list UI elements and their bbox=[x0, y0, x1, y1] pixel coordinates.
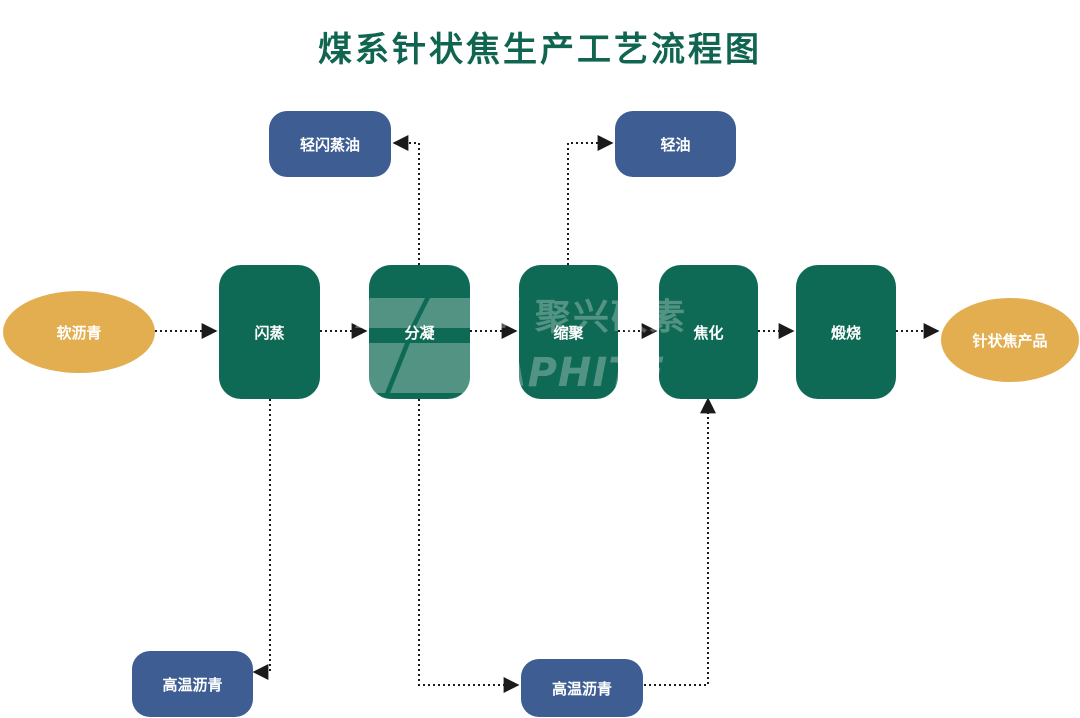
high-temp-pitch-node-2: 高温沥青 bbox=[521, 659, 643, 717]
flash-node: 闪蒸 bbox=[219, 265, 320, 399]
light-oil-label: 轻油 bbox=[660, 135, 691, 154]
light-oil-node: 轻油 bbox=[615, 111, 736, 177]
product-node: 针状焦产品 bbox=[941, 298, 1079, 382]
high-temp-pitch-label-1: 高温沥青 bbox=[162, 675, 223, 694]
calcination-node: 煅烧 bbox=[796, 265, 896, 399]
soft-pitch-label: 软沥青 bbox=[56, 323, 102, 342]
arrow-flash-to-high-temp-pitch bbox=[252, 399, 271, 680]
calcination-label: 煅烧 bbox=[830, 323, 861, 342]
light-flash-oil-label: 轻闪蒸油 bbox=[299, 135, 360, 154]
light-flash-oil-node: 轻闪蒸油 bbox=[269, 111, 391, 177]
page-title: 煤系针状焦生产工艺流程图 bbox=[318, 30, 762, 70]
high-temp-pitch-label-2: 高温沥青 bbox=[551, 679, 612, 698]
condensation-node: 缩聚 bbox=[519, 265, 618, 399]
fractionation-node: 分凝 bbox=[369, 265, 470, 399]
coking-label: 焦化 bbox=[693, 323, 724, 342]
coking-node: 焦化 bbox=[659, 265, 758, 399]
product-label: 针状焦产品 bbox=[972, 331, 1048, 350]
arrow-condensation-to-light-oil bbox=[567, 135, 614, 265]
flash-label: 闪蒸 bbox=[254, 323, 285, 342]
arrow-high-temp-pitch-to-coking bbox=[644, 397, 716, 686]
fractionation-label: 分凝 bbox=[404, 323, 435, 342]
condensation-label: 缩聚 bbox=[553, 323, 584, 342]
soft-pitch-node: 软沥青 bbox=[3, 291, 155, 373]
high-temp-pitch-node-1: 高温沥青 bbox=[132, 651, 253, 717]
arrow-fractionation-to-light-flash-oil bbox=[392, 135, 420, 265]
arrow-fractionation-to-high-temp-pitch bbox=[418, 399, 520, 693]
